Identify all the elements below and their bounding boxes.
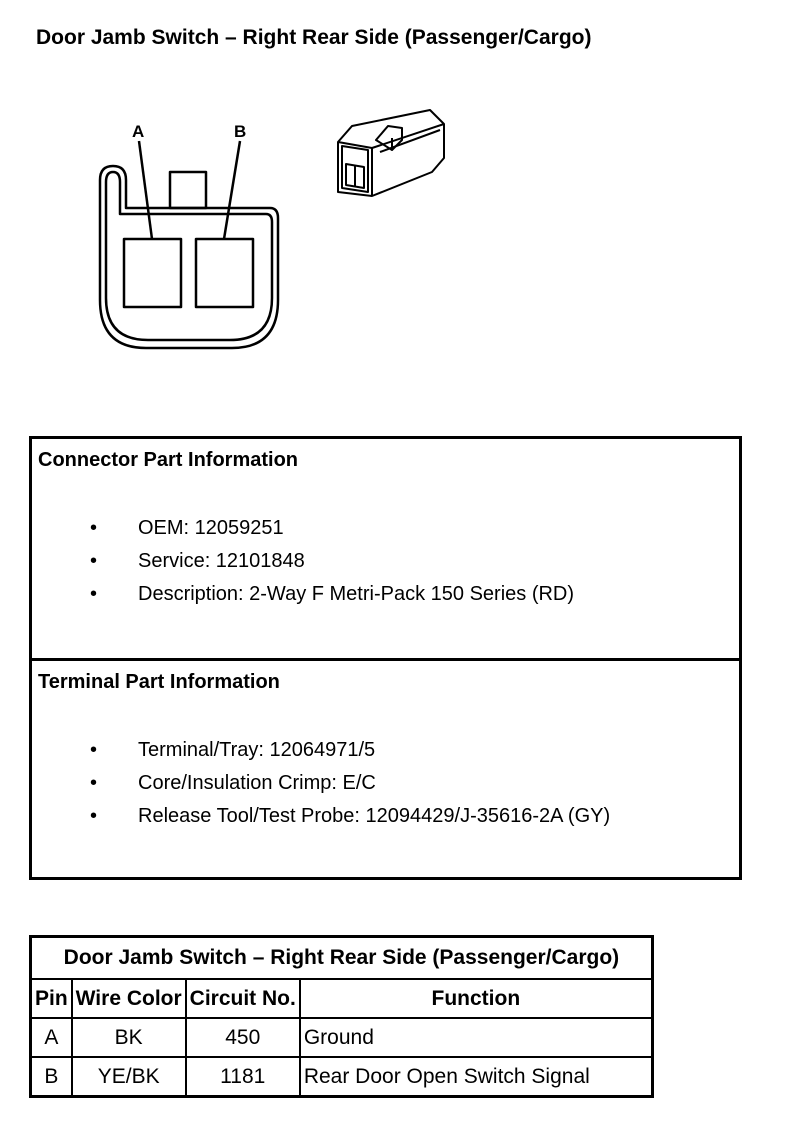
terminal-part-info: Terminal Part Information • Terminal/Tray… [32,661,739,877]
cell-pin: A [29,1017,73,1058]
list-item-text: Release Tool/Test Probe: 12094429/J-3561… [138,805,611,827]
page-title: Door Jamb Switch – Right Rear Side (Pass… [36,26,592,49]
col-header-wire-color: Wire Color [70,978,187,1019]
cell-function: Rear Door Open Switch Signal [298,1056,654,1098]
connector-info-heading: Connector Part Information [38,449,299,471]
connector-housing-outline [98,164,280,350]
list-item-text: Description: 2-Way F Metri-Pack 150 Seri… [138,583,575,605]
cell-circuit-no: 1181 [184,1056,301,1098]
cavity-b [194,237,255,309]
pin-label-b: B [234,122,246,141]
list-item-text: Terminal/Tray: 12064971/5 [138,739,376,761]
col-header-pin: Pin [29,978,73,1019]
connector-isometric-view [337,109,445,197]
bullet-icon: • [90,739,98,761]
bullet-icon: • [90,517,98,539]
part-info-box: Connector Part Information • OEM: 1205925… [29,436,742,880]
list-item-text: OEM: 12059251 [138,517,284,539]
cavity-a [122,237,183,309]
bullet-icon: • [90,583,98,605]
col-header-function: Function [298,978,654,1019]
bullet-icon: • [90,805,98,827]
list-item-text: Service: 12101848 [138,550,305,572]
cell-wire-color: BK [70,1017,187,1058]
pin-table: Door Jamb Switch – Right Rear Side (Pass… [29,935,654,1098]
connector-housing-inner [104,170,274,342]
terminal-info-heading: Terminal Part Information [38,671,280,693]
cell-function: Ground [298,1017,654,1058]
cell-pin: B [29,1056,73,1098]
leader-line-a [137,140,154,240]
connector-drawing: A B [98,109,445,350]
table-caption-row: Door Jamb Switch – Right Rear Side (Pass… [29,935,654,980]
bullet-icon: • [90,550,98,572]
list-item-text: Core/Insulation Crimp: E/C [138,772,376,794]
leader-line-b [222,140,242,240]
table-caption: Door Jamb Switch – Right Rear Side (Pass… [29,935,654,980]
table-header-row: Pin Wire Color Circuit No. Function [29,978,654,1019]
cell-wire-color: YE/BK [70,1056,187,1098]
connector-latch [168,170,208,210]
table-row: B YE/BK 1181 Rear Door Open Switch Signa… [29,1056,654,1098]
table-row: A BK 450 Ground [29,1017,654,1058]
bullet-icon: • [90,772,98,794]
connector-part-info: Connector Part Information • OEM: 1205925… [32,439,739,661]
pin-label-a: A [132,122,144,141]
col-header-circuit-no: Circuit No. [184,978,301,1019]
cell-circuit-no: 450 [184,1017,301,1058]
